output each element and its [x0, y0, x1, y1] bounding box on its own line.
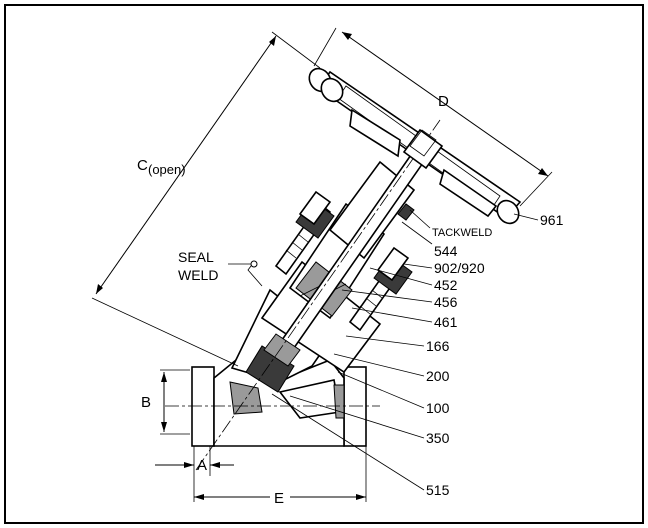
- drawing-frame: [4, 4, 644, 524]
- thread-6: [371, 289, 383, 299]
- leader-456: [341, 289, 433, 303]
- leader-350: [289, 395, 425, 439]
- dim-d-arrow-left: [342, 32, 352, 40]
- seal-weld-symbol: [250, 260, 258, 268]
- handwheel-spoke-right: [439, 168, 498, 218]
- dimensions: [91, 27, 553, 502]
- callout-461: 461: [434, 314, 458, 330]
- callout-515: 515: [426, 482, 450, 498]
- dim-c-arrow-top: [269, 36, 276, 46]
- thread-2: [291, 241, 303, 251]
- callout-200: 200: [426, 368, 450, 384]
- leader-lines: [228, 209, 539, 491]
- label-d: D: [438, 93, 449, 110]
- dim-a-arrow-left: [184, 462, 194, 468]
- leader-544: [401, 221, 433, 245]
- handwheel-end-left-2: [320, 77, 344, 103]
- label-c-sub: (open): [148, 162, 186, 177]
- handwheel-end-right: [496, 199, 520, 225]
- label-weld: WELD: [178, 267, 218, 283]
- callout-456: 456: [434, 294, 458, 310]
- thread-1: [285, 249, 297, 259]
- label-c-main: C: [137, 157, 148, 174]
- left-flange: [191, 366, 215, 447]
- handwheel-nut-inner: [409, 129, 437, 157]
- label-e: E: [274, 490, 284, 507]
- label-b: B: [141, 394, 151, 411]
- label-a: A: [197, 457, 207, 474]
- dim-e-arrow-left: [194, 494, 204, 500]
- leader-tackweld: [409, 209, 431, 229]
- dim-d-line: [341, 31, 549, 177]
- leader-100: [337, 371, 425, 409]
- tackweld-mark: [397, 203, 415, 221]
- dimension-labels: C (open) D B A E: [137, 93, 449, 507]
- callout-902-920: 902/920: [434, 260, 485, 276]
- leader-961: [513, 213, 539, 221]
- dim-a-arrow-right: [210, 462, 220, 468]
- dim-b-arrow-top: [161, 372, 167, 382]
- dim-c-arrow-bottom: [96, 284, 103, 294]
- leader-902: [403, 263, 433, 269]
- dim-b-arrow-bottom: [161, 422, 167, 432]
- label-tackweld: TACKWELD: [432, 227, 492, 239]
- outlet-seat: [333, 384, 345, 419]
- callout-100: 100: [426, 400, 450, 416]
- leader-515: [271, 393, 425, 491]
- bonnet-assembly: [195, 67, 522, 471]
- callout-166: 166: [426, 338, 450, 354]
- thread-5: [365, 297, 377, 307]
- dim-c-ext-bottom: [91, 297, 239, 367]
- handwheel-spoke-left: [349, 108, 401, 158]
- callout-961: 961: [540, 212, 564, 228]
- label-seal: SEAL: [178, 249, 214, 265]
- callout-452: 452: [434, 277, 458, 293]
- dim-c-line: [95, 35, 277, 295]
- valve-disc: [245, 345, 295, 393]
- leader-452: [369, 267, 433, 286]
- dim-d-ext-left: [313, 27, 337, 67]
- callout-350: 350: [426, 430, 450, 446]
- stem-centerline: [195, 119, 441, 471]
- thread-3: [297, 233, 309, 243]
- left-stud-washer: [298, 190, 332, 226]
- part-callouts: 961 544 902/920 452 456 461 166 200 100 …: [426, 212, 564, 498]
- handwheel-nut: [402, 128, 444, 170]
- leader-461: [351, 307, 433, 323]
- dim-c-ext-top: [271, 31, 321, 69]
- dim-e-arrow-right: [356, 494, 366, 500]
- dim-d-ext-right: [519, 171, 553, 207]
- note-labels: SEAL WELD TACKWELD: [178, 227, 492, 283]
- leader-166: [345, 335, 425, 347]
- dim-d-arrow-right: [538, 168, 548, 176]
- disc-nut: [263, 333, 301, 367]
- leader-200: [333, 353, 425, 377]
- callout-544: 544: [434, 243, 458, 259]
